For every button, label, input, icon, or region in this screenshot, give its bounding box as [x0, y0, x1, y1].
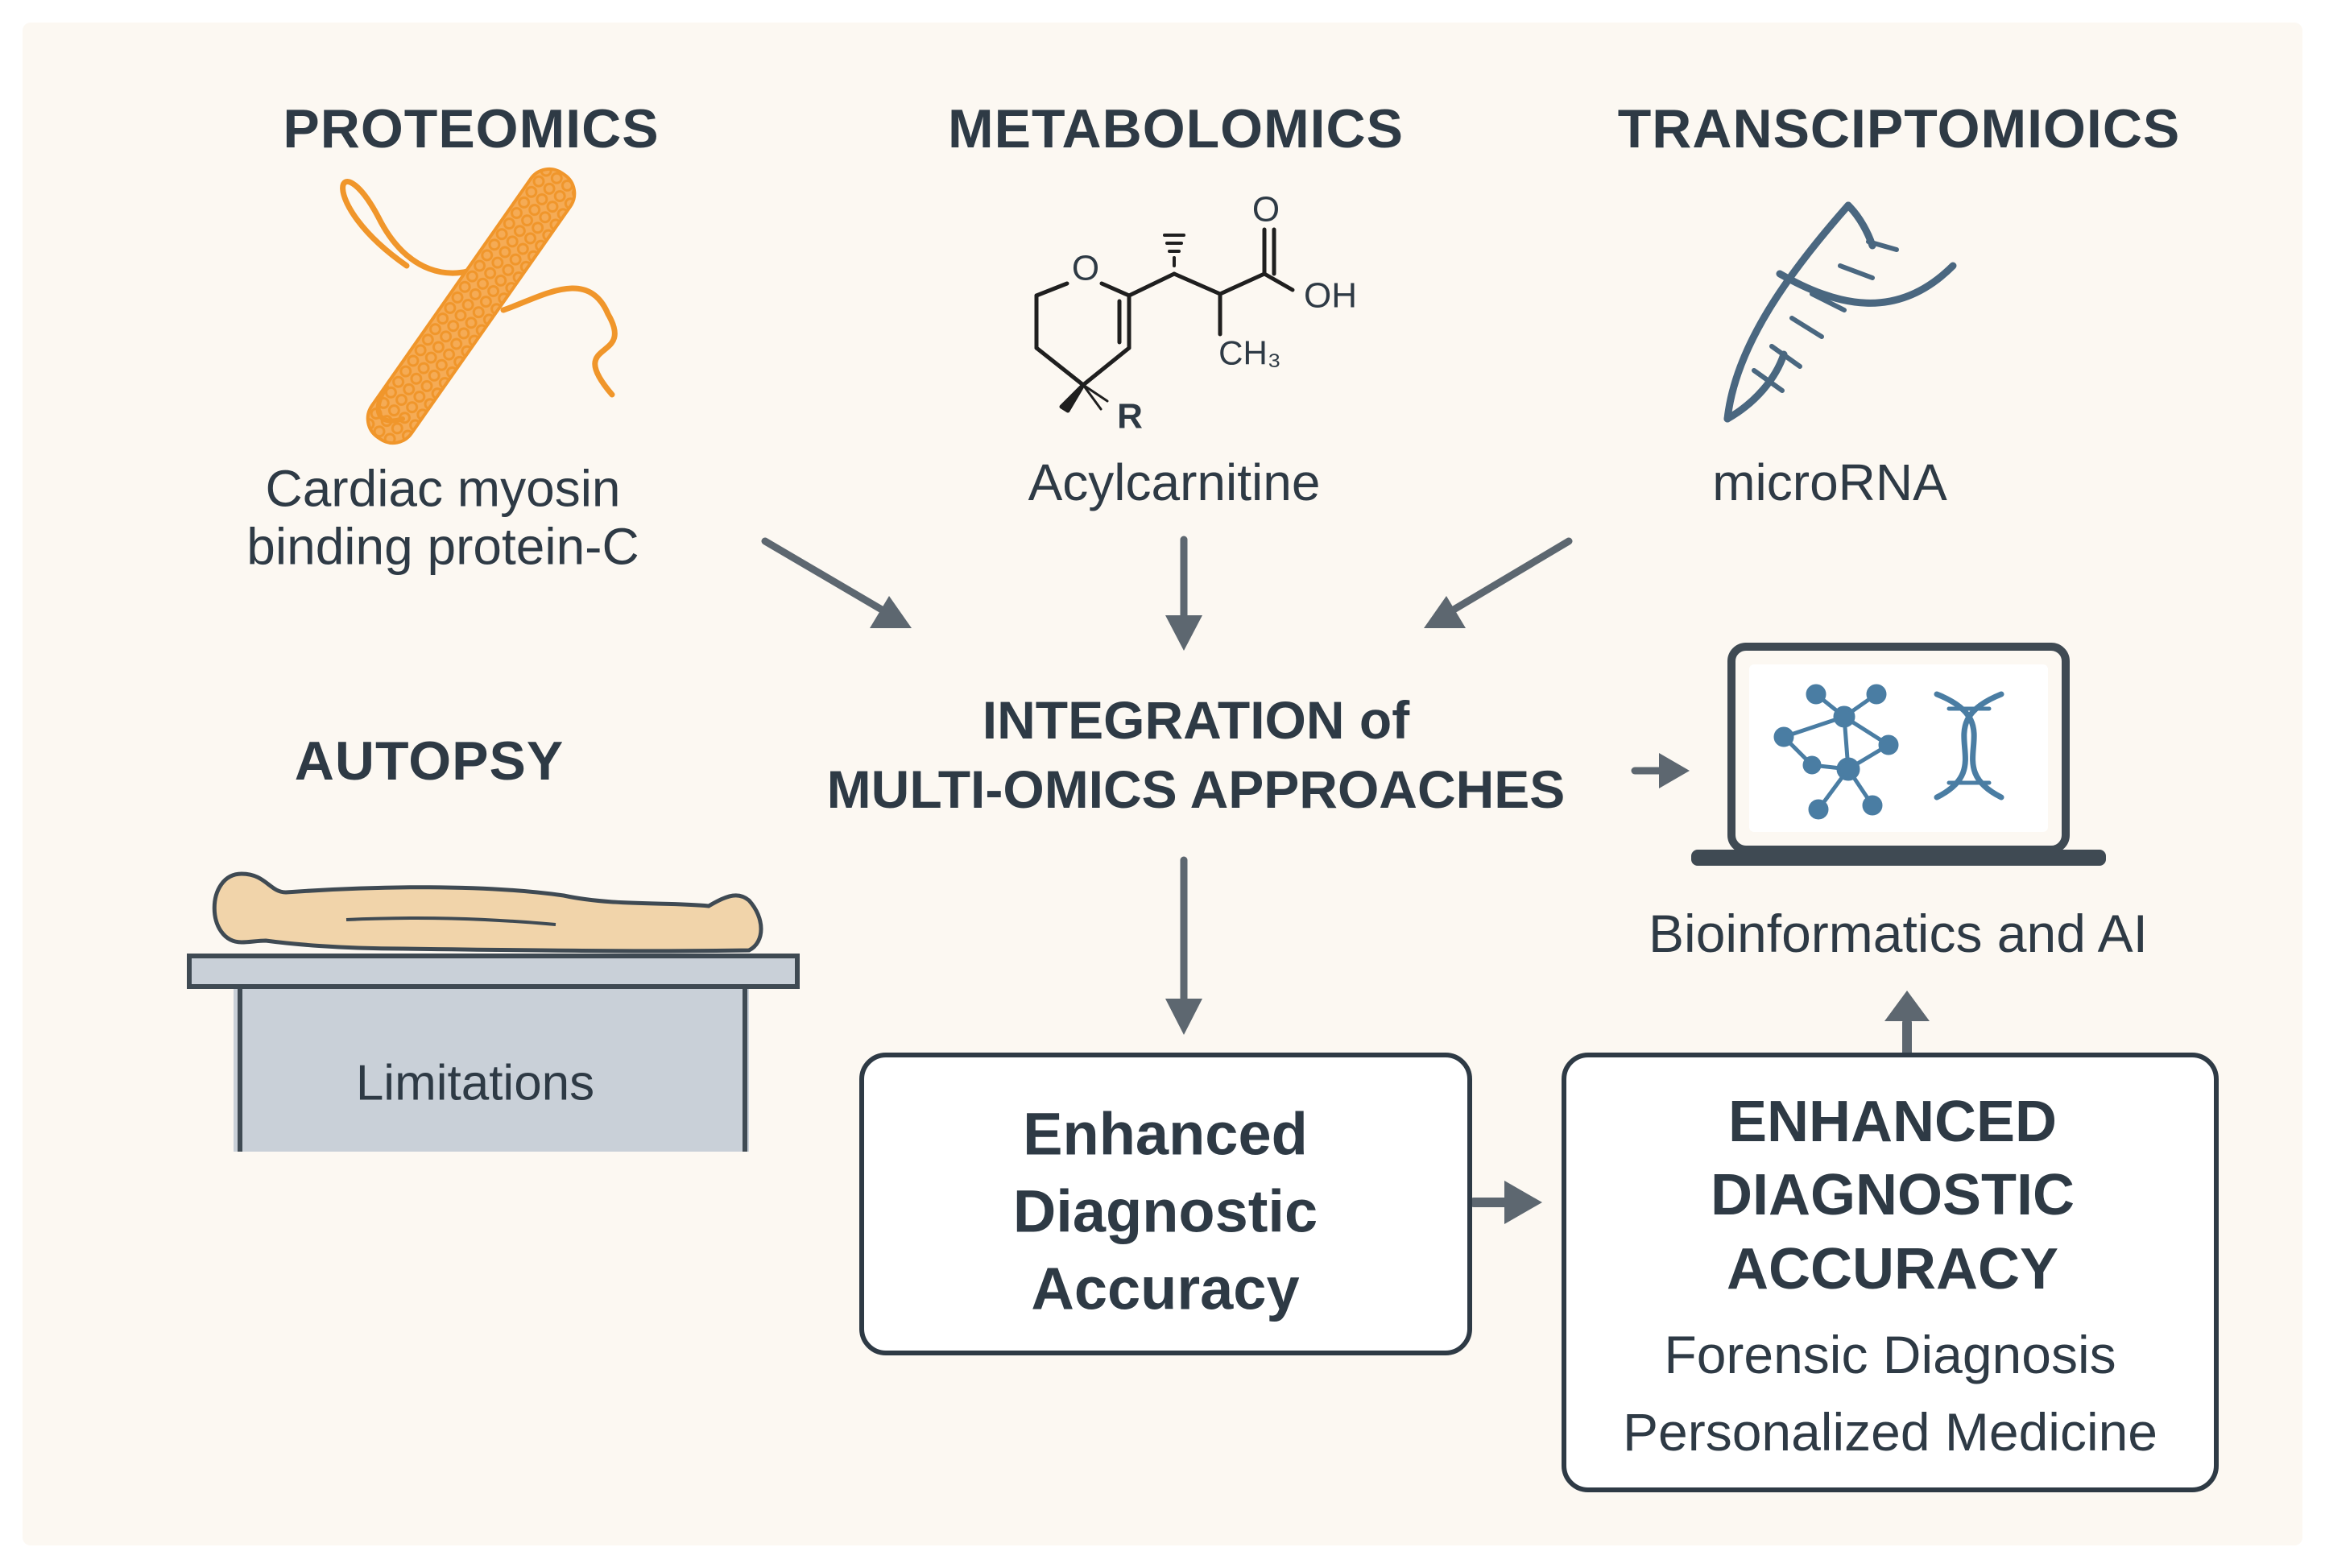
integration-label: INTEGRATION of MULTI-OMICS APPROACHES [826, 690, 1566, 819]
bioinformatics-label: Bioinformatics and AI [1649, 904, 2148, 964]
laptop-icon [1691, 643, 2106, 866]
screen-dna-icon [1934, 691, 2004, 801]
protein-icon [340, 167, 618, 445]
ring-oxygen-label: O [1071, 248, 1100, 288]
arrows [761, 536, 1930, 1224]
accuracy-box-text: Enhanced Diagnostic Accuracy [1012, 1100, 1318, 1323]
outcome-box [1562, 1053, 2219, 1492]
limitations-label: Limitations [355, 1055, 595, 1111]
r-group-label: R [1117, 396, 1143, 436]
methyl-label: CH₃ [1218, 333, 1281, 372]
metabolomics-label: Acylcarnitine [1028, 453, 1321, 512]
transcriptomics-heading: TRANSCIPTOMIOICS [1617, 97, 2181, 159]
body-figure-icon [212, 871, 763, 954]
carbonyl-oxygen-label: O [1251, 189, 1280, 230]
autopsy-table-icon [187, 954, 800, 1152]
network-graph-icon [1773, 684, 1899, 820]
accuracy-box [859, 1053, 1472, 1355]
proteomics-heading: PROTEOMICS [283, 97, 660, 159]
arrow-proteomics-to-integration [761, 537, 890, 616]
outcome-item-personalized: Personalized Medicine [1622, 1402, 2158, 1463]
transcriptomics-label: microRNA [1712, 453, 1947, 512]
proteomics-label: Cardiac myosin binding protein-C [246, 459, 639, 575]
outcome-item-forensic: Forensic Diagnosis [1664, 1325, 2116, 1385]
dna-helix-icon [1723, 201, 1957, 423]
outcome-box-title: ENHANCED DIAGNOSTIC ACCURACY [1710, 1089, 2075, 1301]
acylcarnitine-structure-icon [1034, 227, 1295, 413]
autopsy-heading: AUTOPSY [294, 730, 565, 792]
hydroxyl-label: OH [1304, 275, 1357, 316]
arrow-transcriptomics-to-integration [1446, 537, 1573, 616]
metabolomics-heading: METABOLOMICS [947, 97, 1405, 159]
